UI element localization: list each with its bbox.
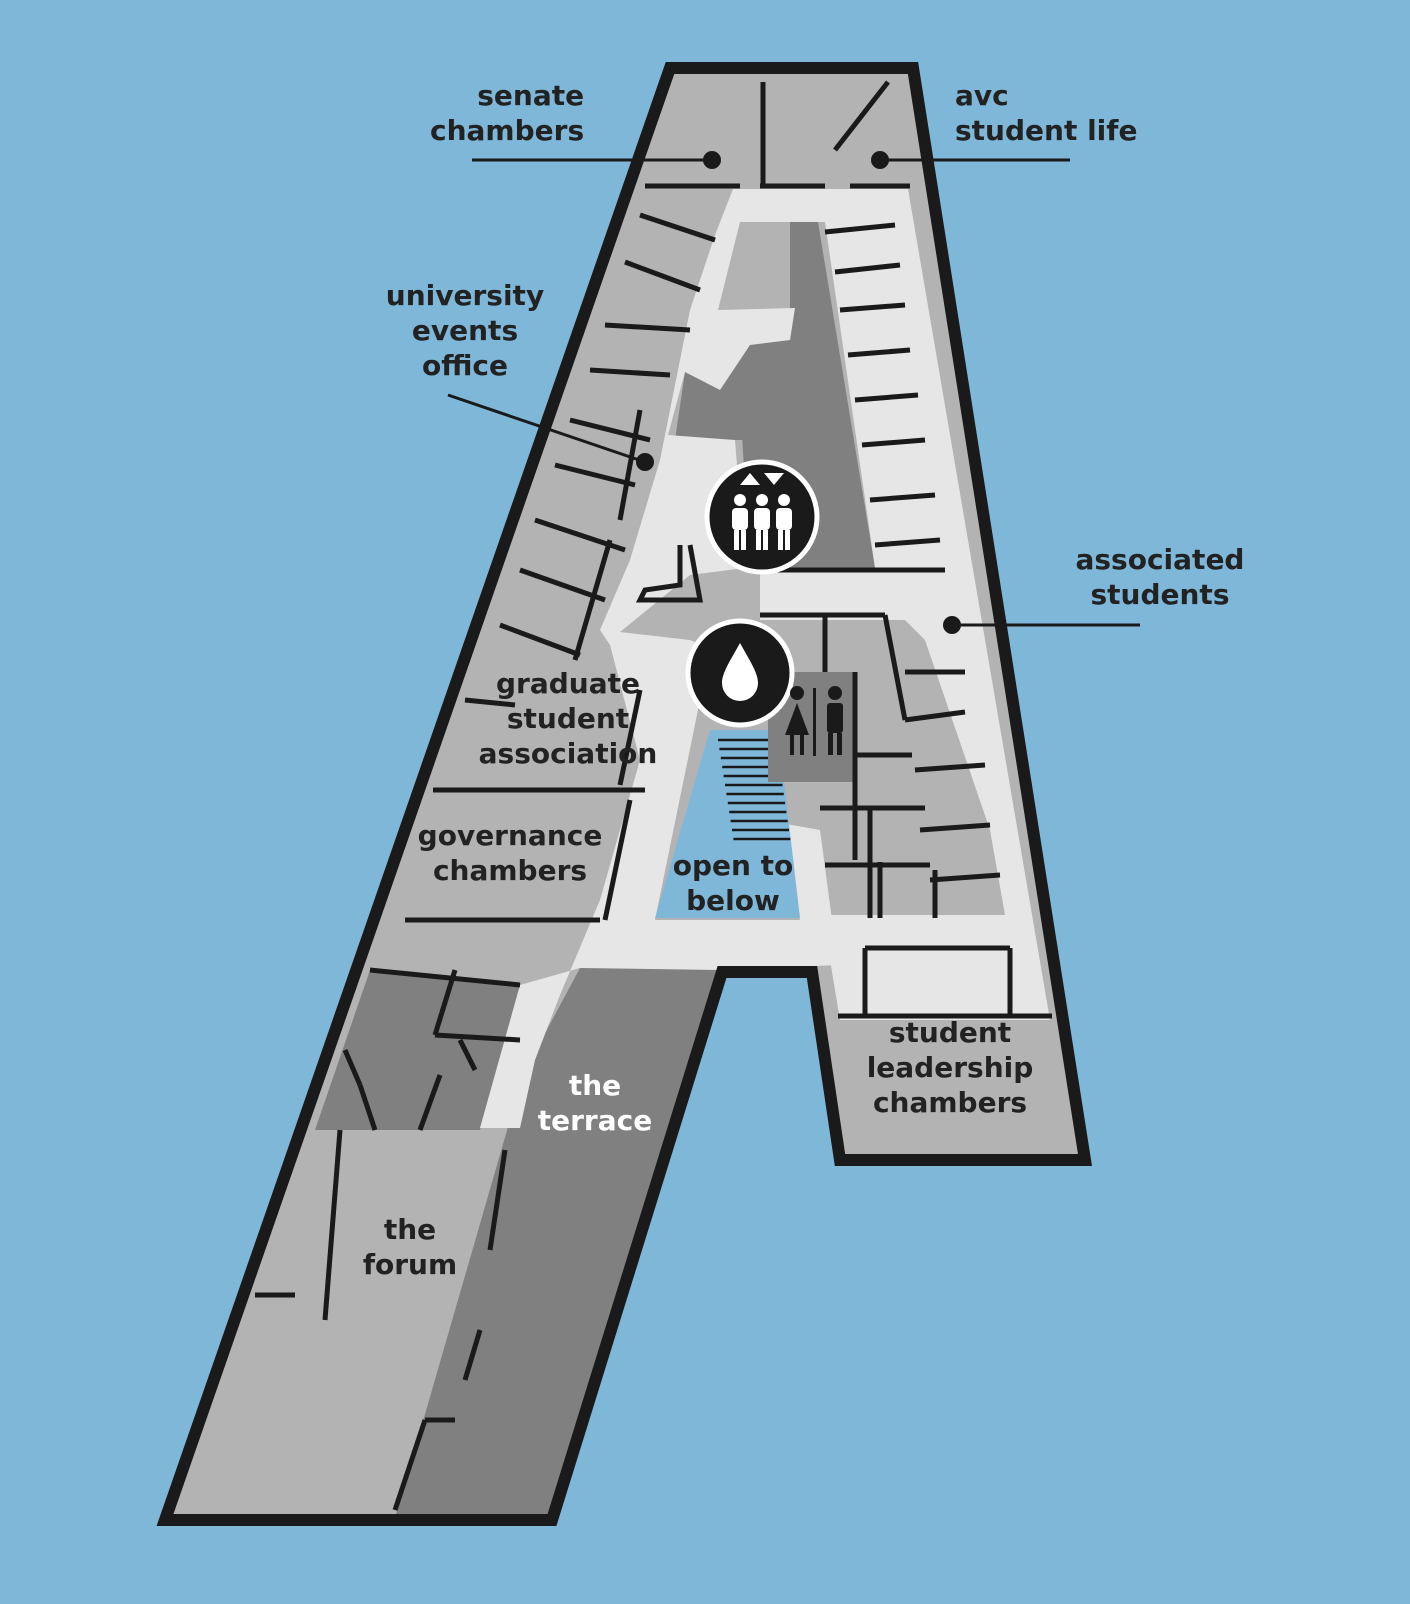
the-terrace-area (395, 968, 718, 1518)
dark-room-lower-left (315, 970, 525, 1130)
restroom-icon[interactable] (785, 686, 843, 756)
corridor (480, 189, 1050, 1128)
callout-dots (636, 151, 961, 634)
dark-room-small (675, 372, 745, 440)
callout-lines (447, 158, 1140, 627)
elevator-icon[interactable] (704, 459, 820, 575)
interior-walls (255, 80, 1052, 1511)
water-drop-icon[interactable] (685, 618, 795, 728)
building-border (156, 62, 1093, 1526)
